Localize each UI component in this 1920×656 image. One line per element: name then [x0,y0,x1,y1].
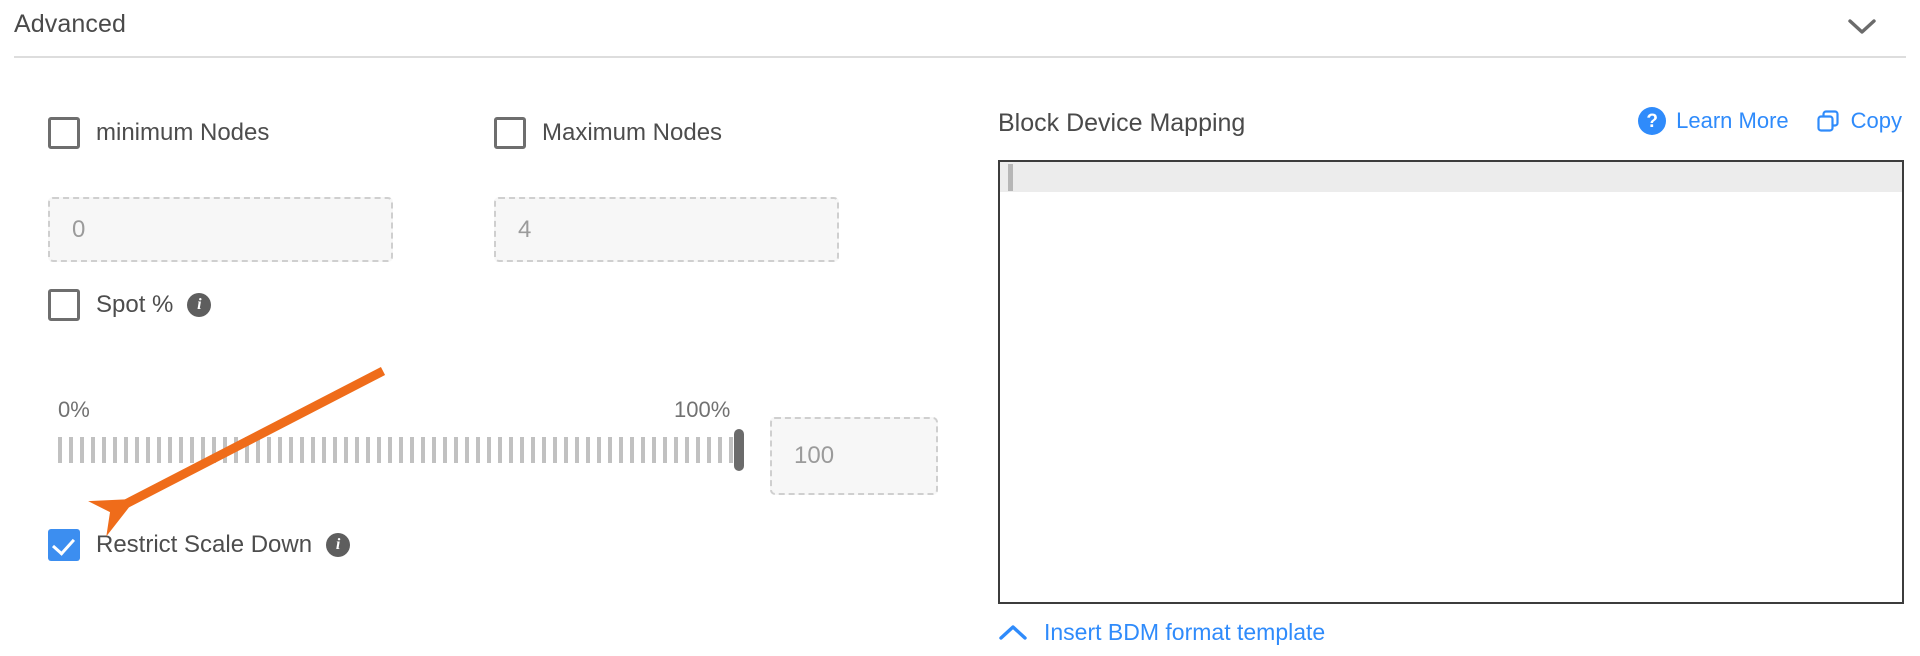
spot-percent-slider-track[interactable] [58,437,738,463]
maximum-nodes-input[interactable]: 4 [494,197,839,262]
minimum-nodes-label: minimum Nodes [96,119,270,146]
maximum-nodes-row: Maximum Nodes [494,117,722,149]
spot-percent-label: Spot % [96,291,174,318]
question-mark-circle-icon: ? [1638,107,1667,135]
restrict-scale-down-label: Restrict Scale Down [96,531,313,558]
insert-bdm-template-link[interactable]: Insert BDM format template [998,619,1325,646]
maximum-nodes-checkbox[interactable] [494,117,526,149]
info-icon[interactable]: i [326,533,351,557]
slider-min-label: 0% [58,397,90,422]
spot-percent-checkbox[interactable] [48,289,80,321]
page-title: Advanced [14,10,126,38]
copy-button[interactable]: Copy [1815,108,1902,134]
learn-more-link[interactable]: ? Learn More [1638,107,1789,135]
minimum-nodes-checkbox[interactable] [48,117,80,149]
slider-max-label: 100% [674,397,731,422]
minimum-nodes-row: minimum Nodes [48,117,269,149]
info-icon[interactable]: i [187,293,212,317]
copy-icon [1815,108,1841,134]
spot-percent-row: Spot % i [48,289,212,321]
scaling-settings-column: minimum Nodes 0 Maximum Nodes 4 Spot % i… [0,57,960,656]
block-device-mapping-title: Block Device Mapping [998,109,1246,137]
chevron-up-icon [998,624,1028,642]
copy-label: Copy [1850,108,1902,133]
bdm-actions: ? Learn More Copy [1638,107,1902,135]
maximum-nodes-label: Maximum Nodes [542,119,723,146]
header-divider [14,56,1906,58]
bdm-code-editor[interactable] [998,160,1904,604]
spot-percent-value-input[interactable]: 100 [770,417,938,495]
editor-active-line [1000,162,1902,192]
section-header: Advanced [0,0,1920,58]
chevron-down-icon[interactable] [1838,10,1886,44]
minimum-nodes-input[interactable]: 0 [48,197,393,262]
editor-caret [1008,164,1013,191]
spot-percent-slider-handle[interactable] [734,429,744,471]
block-device-mapping-column: Block Device Mapping ? Learn More Copy [960,57,1920,656]
restrict-scale-down-checkbox[interactable] [48,529,80,561]
restrict-scale-down-row: Restrict Scale Down i [48,529,351,561]
spot-percent-slider-group: 0% 100% 100 [58,397,938,507]
insert-bdm-template-label: Insert BDM format template [1044,619,1326,645]
learn-more-label: Learn More [1676,108,1789,133]
